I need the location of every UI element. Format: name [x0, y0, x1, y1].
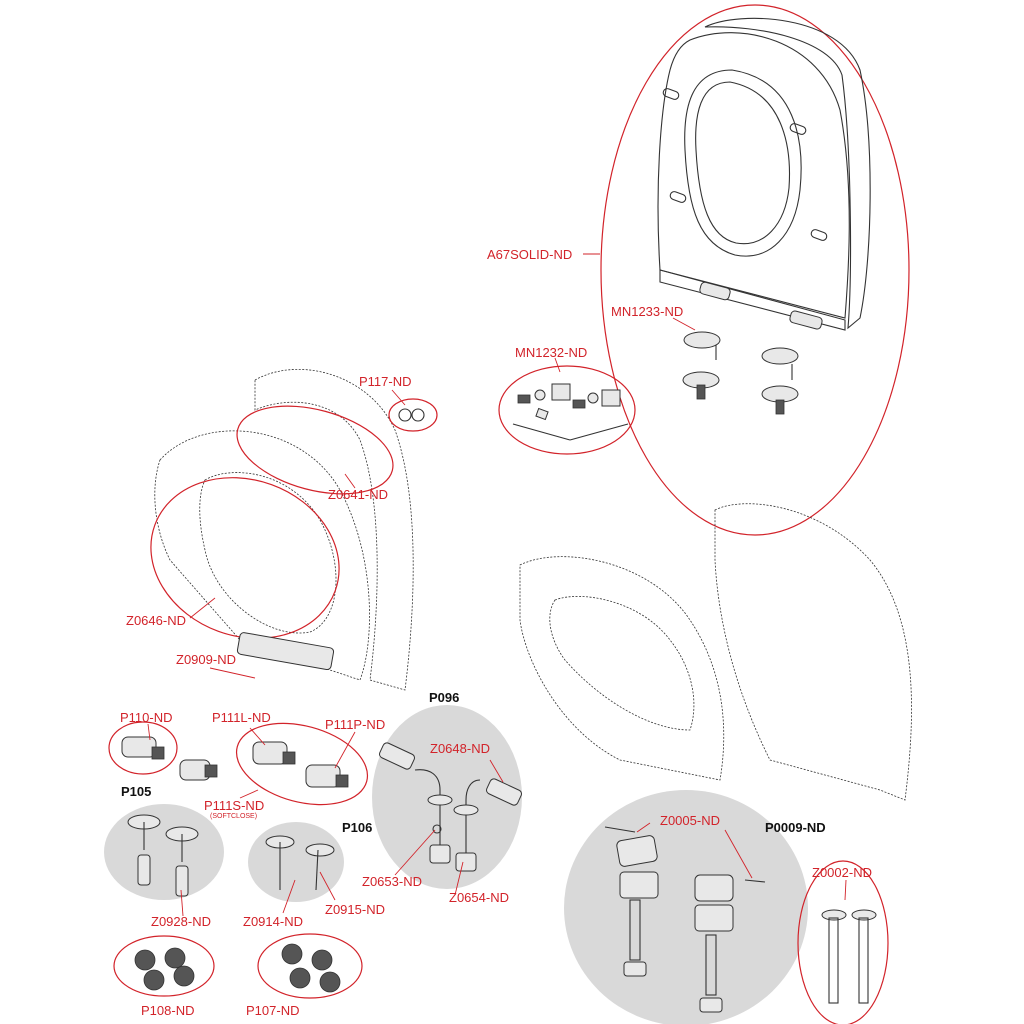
right-seat-drawing: [519, 503, 912, 801]
label-p106: P106: [342, 820, 373, 835]
mid-left-seat-drawing: [150, 368, 438, 691]
z0002-outline: [797, 860, 889, 1024]
label-z0641: Z0641-ND: [328, 487, 388, 502]
label-z0648: Z0648-ND: [430, 741, 490, 756]
z0002-bolts: [797, 860, 889, 1024]
p111-outline: [235, 722, 369, 806]
label-mn1232: MN1232-ND: [515, 345, 588, 360]
p108-outline: [113, 935, 215, 997]
label-z0928: Z0928-ND: [151, 914, 211, 929]
label-z0909: Z0909-ND: [176, 652, 236, 667]
z0646-outline: [150, 477, 340, 639]
cap-kits: [113, 933, 363, 999]
label-p107: P107-ND: [246, 1003, 300, 1018]
label-p117: P117-ND: [359, 374, 412, 389]
label-p110: P110-ND: [120, 710, 173, 725]
label-p111s: P111S-ND: [204, 798, 265, 813]
label-z0653: Z0653-ND: [362, 874, 422, 889]
label-z0914: Z0914-ND: [243, 914, 303, 929]
a67solid-seat-drawing: [600, 4, 910, 536]
p096-contents: [379, 742, 522, 872]
label-z0005: Z0005-ND: [660, 813, 720, 828]
label-z0646: Z0646-ND: [126, 613, 186, 628]
label-p111l: P111L-ND: [212, 710, 271, 725]
label-z0915: Z0915-ND: [325, 902, 385, 917]
z0641-outline: [236, 405, 394, 495]
mn1232-outline: [498, 365, 636, 455]
leader-lines: [147, 253, 847, 917]
label-p108: P108-ND: [141, 1003, 195, 1018]
p117-outline: [388, 398, 438, 432]
p105-group-bg: [104, 804, 224, 900]
label-p096: P096: [429, 690, 460, 705]
p0009-contents: [604, 826, 766, 1013]
p110-outline: [108, 721, 178, 775]
mn1232-kit: [498, 365, 636, 455]
label-z0002: Z0002-ND: [812, 865, 872, 880]
hinge-parts-row: [108, 721, 369, 806]
label-softclose: (SOFTCLOSE): [210, 813, 258, 820]
label-mn1233: MN1233-ND: [611, 304, 684, 319]
label-p105: P105: [121, 784, 152, 799]
p107-outline: [257, 933, 363, 999]
mn1233-hinges: [682, 331, 799, 415]
p105-p106-contents: [127, 814, 335, 897]
a67solid-group-outline: [600, 4, 910, 536]
label-p111p: P111P-ND: [325, 717, 386, 732]
label-a67solid: A67SOLID-ND: [487, 247, 573, 262]
label-z0654: Z0654-ND: [449, 890, 509, 905]
label-p0009: P0009-ND: [765, 820, 826, 835]
